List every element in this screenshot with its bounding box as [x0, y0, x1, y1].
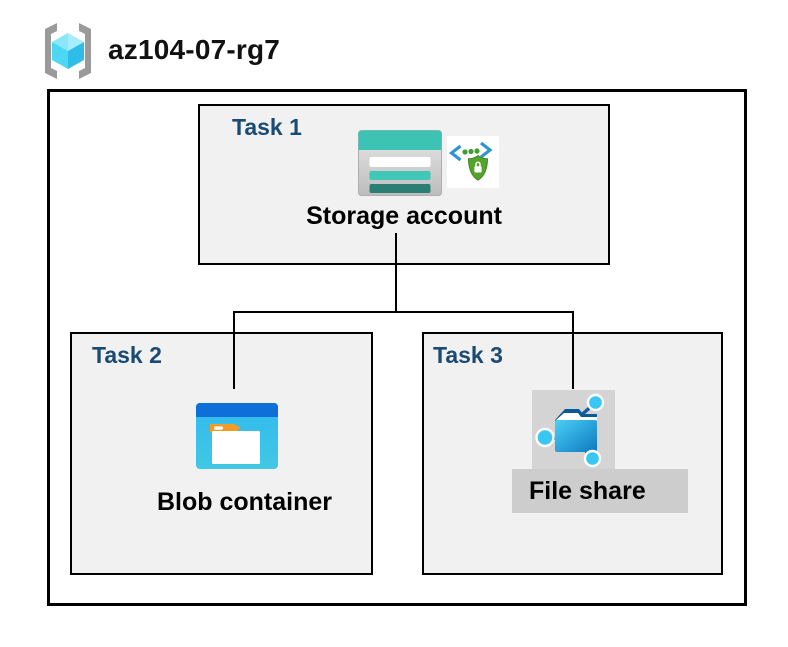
- task1-label: Task 1: [232, 114, 302, 140]
- file-share-icon: [535, 393, 605, 468]
- storage-account-icon: [358, 130, 442, 196]
- connector-to-file-share: [572, 311, 574, 389]
- file-share-highlight-strip: File share: [512, 469, 688, 513]
- blob-container-icon: [196, 403, 278, 469]
- file-share-highlight-square: [532, 390, 615, 470]
- task2-label: Task 2: [92, 342, 162, 368]
- file-share-label: File share: [529, 476, 646, 505]
- resource-group-name: az104-07-rg7: [108, 34, 281, 65]
- connector-to-blob-container: [233, 311, 235, 389]
- task1-box: Task 1 Storage account: [198, 104, 610, 265]
- resource-group-icon: [45, 23, 91, 79]
- task2-box: Task 2 Blob container: [70, 332, 373, 575]
- connector-storage-stem: [395, 233, 397, 313]
- storage-account-label: Storage account: [306, 202, 502, 230]
- code-brackets-shield-lock-icon: [447, 136, 499, 188]
- task3-label: Task 3: [433, 342, 503, 368]
- blob-container-label: Blob container: [157, 488, 333, 516]
- connector-horizontal-split: [233, 311, 574, 313]
